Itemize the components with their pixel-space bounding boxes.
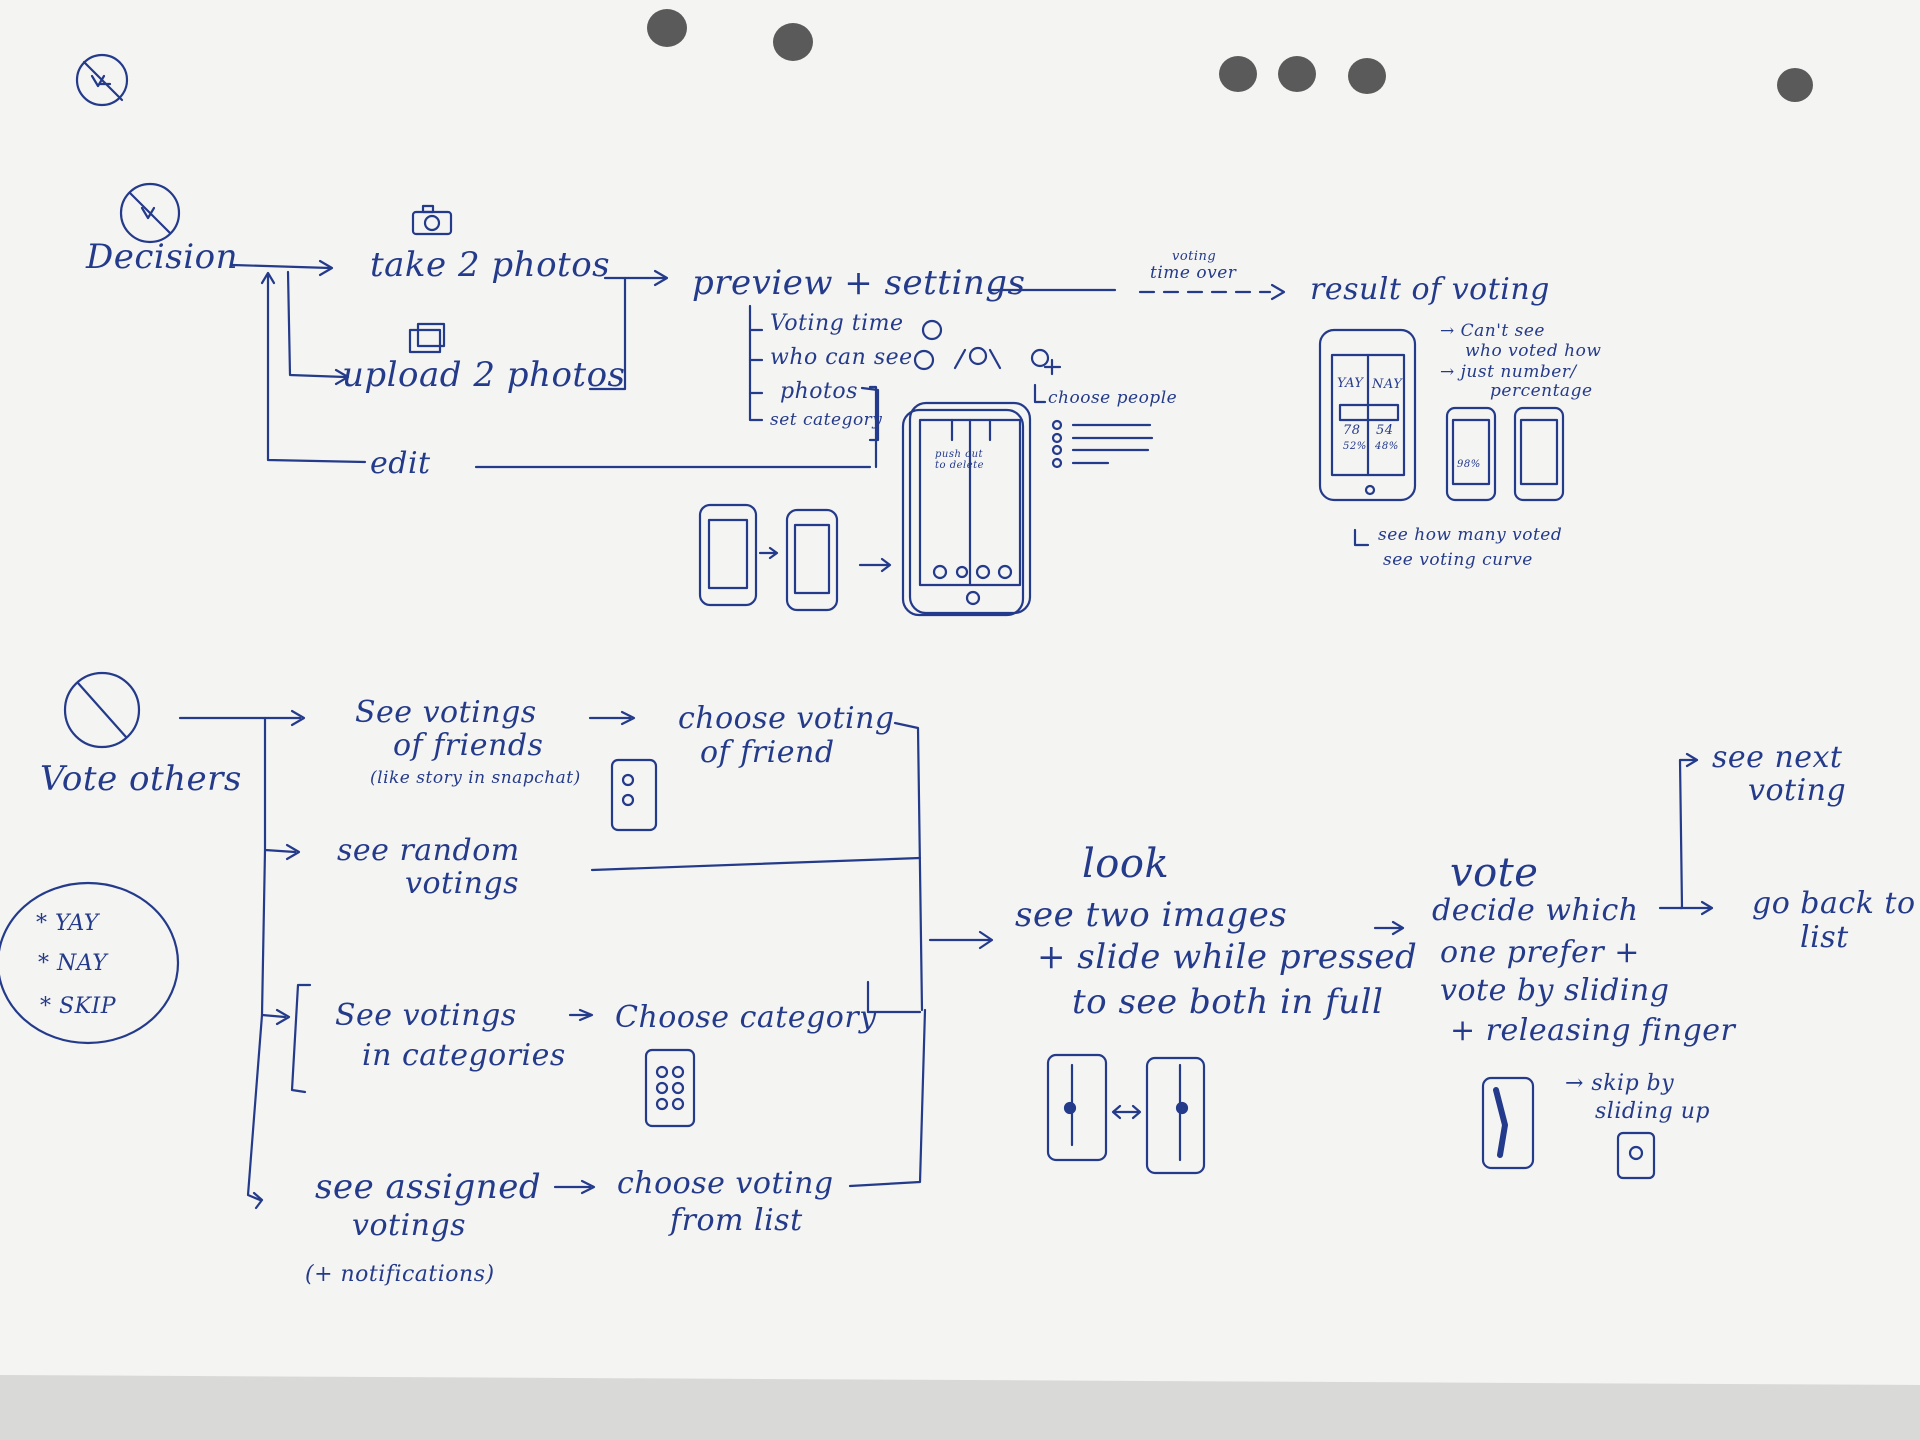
- option-yay-text: YAY: [55, 911, 99, 936]
- cant-see-line2: who voted how: [1465, 341, 1602, 361]
- see-votings-friends-line2: of friends: [393, 728, 544, 763]
- result-of-voting-label: result of voting: [1310, 272, 1550, 307]
- option-skip-text: SKIP: [59, 994, 116, 1019]
- see-how-many-label: see how many voted: [1378, 525, 1563, 545]
- cant-see-line1: → Can't see: [1440, 321, 1545, 341]
- decision-logo-icon: [119, 182, 181, 244]
- setting-who-can-see: who can see: [770, 345, 913, 370]
- option-skip: * SKIP: [40, 994, 116, 1019]
- see-votings-friends-line1: See votings: [355, 695, 537, 730]
- see-random-line2: votings: [405, 866, 520, 901]
- choose-category-label: Choose category: [615, 1000, 877, 1035]
- voting-time-over-line2: time over: [1150, 263, 1237, 283]
- vote-line2: one prefer +: [1440, 935, 1640, 970]
- upload-photos-label: upload 2 photos: [342, 355, 626, 395]
- setting-set-category: set category: [770, 410, 883, 430]
- push-out-label: push out to delete: [935, 449, 985, 471]
- skip-line1: → skip by: [1565, 1071, 1675, 1096]
- see-voting-curve-label: see voting curve: [1383, 550, 1533, 570]
- go-back-line2: list: [1800, 920, 1849, 955]
- vote-line1: decide which: [1432, 893, 1639, 928]
- look-line1: see two images: [1015, 895, 1288, 935]
- option-yay: * YAY: [36, 911, 99, 936]
- vote-options-circle: [0, 881, 180, 1045]
- go-back-line1: go back to: [1752, 886, 1916, 921]
- see-next-line1: see next: [1712, 740, 1843, 775]
- vote-others-title: Vote others: [40, 759, 242, 799]
- look-line2: + slide while pressed: [1037, 937, 1418, 977]
- choose-voting-friend-line1: choose voting: [678, 701, 895, 736]
- phone-count-left: 78: [1343, 423, 1361, 438]
- phone-pct-right: 48%: [1375, 441, 1399, 452]
- choose-from-list-line1: choose voting: [617, 1166, 834, 1201]
- choose-from-list-line2: from list: [670, 1203, 803, 1238]
- vote-line4: + releasing finger: [1450, 1013, 1736, 1048]
- like-story-note: (like story in snapchat): [370, 768, 581, 788]
- phone-yay-label: YAY: [1337, 376, 1364, 391]
- phone-count-right: 54: [1376, 423, 1394, 438]
- preview-phone-sketch: [901, 401, 1032, 617]
- edit-label: edit: [370, 446, 431, 481]
- just-number-line1: → just number/: [1440, 362, 1577, 382]
- look-line3: to see both in full: [1072, 982, 1384, 1022]
- look-title: look: [1082, 841, 1170, 887]
- choose-people-label: choose people: [1048, 388, 1178, 408]
- camera-icon: [411, 204, 453, 236]
- see-random-line1: see random: [337, 833, 520, 868]
- see-assigned-line1: see assigned: [315, 1167, 542, 1207]
- see-categories-line1: See votings: [335, 998, 517, 1033]
- skip-line2: sliding up: [1595, 1099, 1710, 1124]
- setting-voting-time: Voting time: [770, 311, 904, 336]
- result-phone-sketch: [1318, 328, 1565, 502]
- decision-title: Decision: [86, 237, 238, 277]
- vote-phone-sketch: [1481, 1076, 1656, 1180]
- voting-time-over-line1: voting: [1172, 249, 1217, 264]
- vote-line3: vote by sliding: [1440, 973, 1670, 1008]
- see-next-line2: voting: [1748, 773, 1847, 808]
- vote-others-logo-icon: [63, 671, 141, 749]
- option-nay-text: NAY: [57, 951, 108, 976]
- yay-logo-icon: [75, 53, 129, 107]
- preview-settings-label: preview + settings: [692, 263, 1026, 303]
- see-assigned-line2: votings: [352, 1208, 467, 1243]
- setting-photos: photos: [780, 379, 858, 404]
- just-number-line2: percentage: [1490, 381, 1593, 401]
- take-photos-label: take 2 photos: [370, 245, 611, 285]
- vote-title: vote: [1450, 850, 1539, 896]
- notifications-note: (+ notifications): [305, 1262, 495, 1287]
- phone-pct-left: 52%: [1343, 441, 1367, 452]
- choose-voting-friend-line2: of friend: [700, 735, 835, 770]
- see-categories-line2: in categories: [362, 1038, 566, 1073]
- upload-photo-icon: [408, 322, 446, 354]
- punch-holes: [647, 9, 1813, 102]
- phone-small-pct: 98%: [1457, 459, 1481, 470]
- option-nay: * NAY: [38, 951, 108, 976]
- phone-nay-label: NAY: [1372, 377, 1403, 392]
